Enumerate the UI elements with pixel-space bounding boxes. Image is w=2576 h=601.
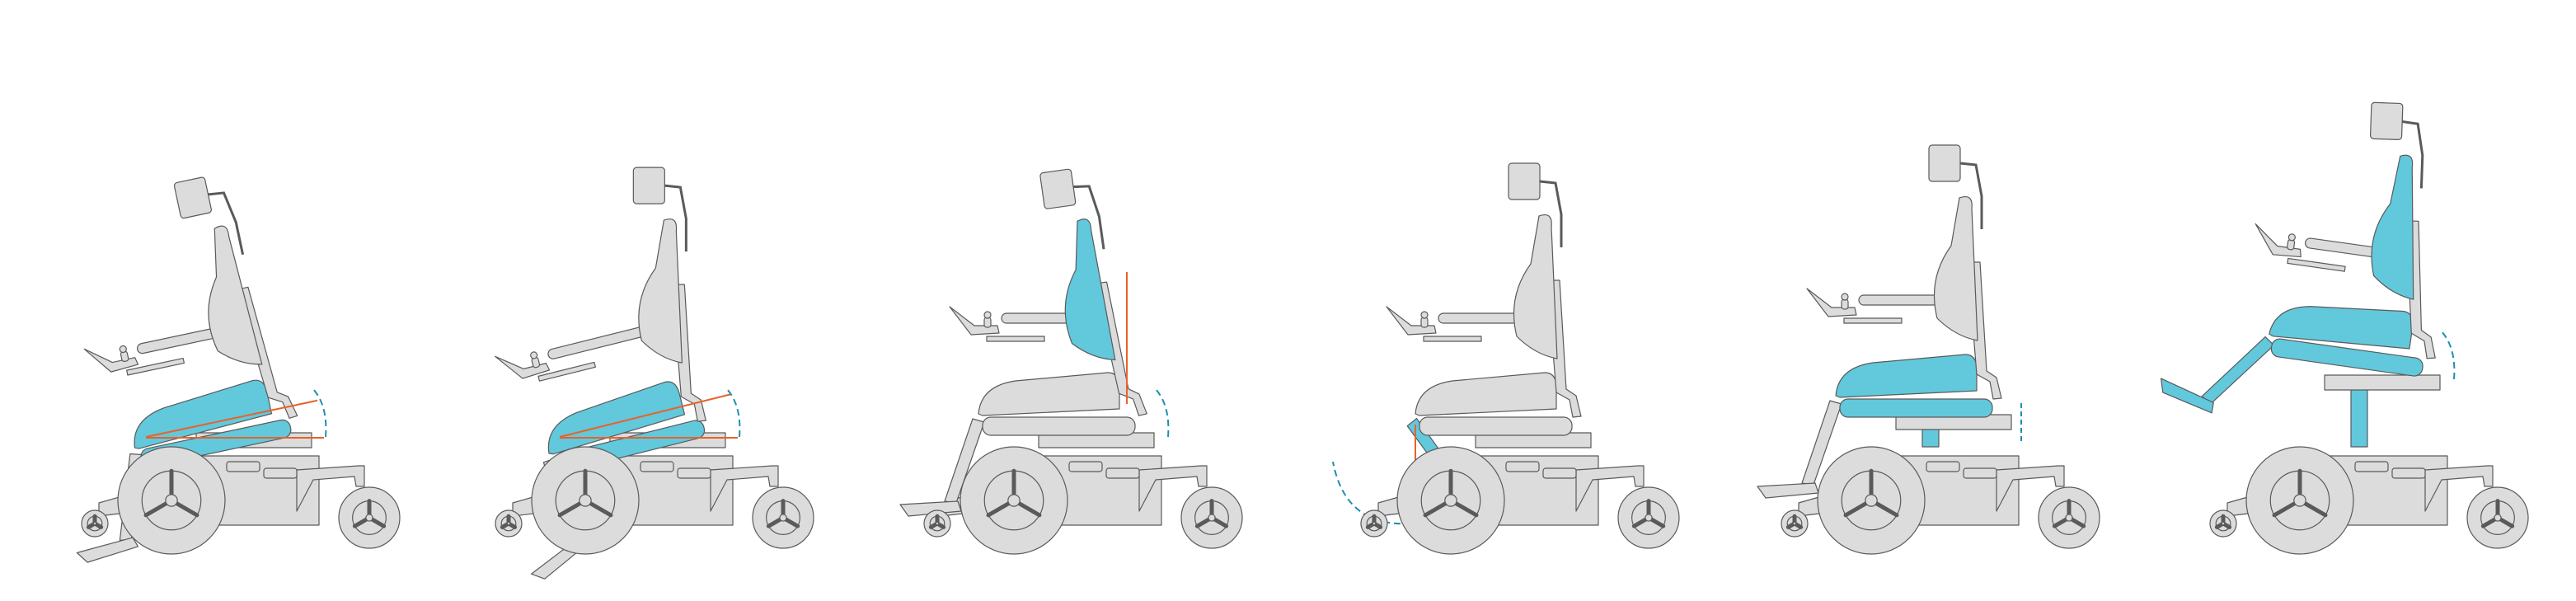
- armrest: [495, 325, 652, 382]
- front-caster-wheel: [2209, 509, 2237, 538]
- rear-caster-wheel: [2038, 486, 2100, 549]
- suspension-springs: [640, 461, 711, 479]
- drive-wheel: [960, 446, 1068, 555]
- seat-cushion: [1415, 372, 1573, 436]
- tilt-angle-line: [145, 399, 318, 438]
- suspension-springs: [226, 461, 298, 479]
- joystick-icon: [119, 345, 129, 363]
- rear-caster-wheel: [2466, 486, 2529, 549]
- legrest: [2160, 336, 2275, 414]
- joystick-icon: [1841, 293, 1849, 310]
- seat-assembly: [899, 168, 1147, 517]
- tilt-angle-line: [559, 393, 732, 438]
- wheelchair-backrest-recline: [899, 168, 1243, 555]
- suspension-springs: [1068, 461, 1140, 479]
- headrest: [1508, 162, 1541, 200]
- joystick-icon: [1420, 311, 1429, 328]
- wheelchair-standing: [2160, 101, 2529, 555]
- motion-arrow-icon: [1153, 387, 1170, 438]
- wheelchair-seat-lift: [1757, 144, 2100, 555]
- suspension-springs: [1926, 461, 1997, 479]
- motion-arrow-icon: [1332, 461, 1412, 525]
- drive-wheel: [1817, 446, 1926, 555]
- suspension-springs: [2354, 461, 2426, 479]
- drive-wheel: [117, 446, 226, 555]
- joystick-icon: [530, 351, 541, 369]
- seat-cushion: [2269, 306, 2424, 377]
- drive-wheel: [2245, 446, 2354, 555]
- front-caster-wheel: [1781, 509, 1809, 538]
- seat-cushion: [978, 372, 1136, 436]
- headrest: [1928, 144, 1961, 182]
- wheelchair-seat-tilt: [76, 176, 401, 563]
- backrest: [173, 176, 298, 419]
- front-caster-wheel: [923, 509, 951, 538]
- rear-caster-wheel: [752, 486, 814, 549]
- drive-wheel: [531, 446, 640, 555]
- motion-arrow-icon: [725, 387, 741, 438]
- headrest: [632, 167, 665, 204]
- legrest: [899, 418, 985, 517]
- seat-assembly: [2160, 101, 2436, 414]
- backrest: [632, 167, 706, 422]
- front-caster-wheel: [495, 509, 523, 538]
- front-caster-wheel: [1360, 509, 1388, 538]
- joystick-icon: [2287, 233, 2296, 251]
- wheelchair-legrest-elevation: [1332, 162, 1680, 555]
- motion-arrow-icon: [311, 387, 327, 438]
- headrest: [2369, 101, 2404, 140]
- rear-caster-wheel: [338, 486, 401, 549]
- drive-wheel: [1396, 446, 1505, 555]
- backrest: [2369, 101, 2436, 359]
- headrest: [1039, 168, 1077, 209]
- backrest: [1928, 144, 2002, 400]
- rear-caster-wheel: [1617, 486, 1680, 549]
- joystick-icon: [983, 311, 992, 328]
- seat-frame: [2324, 374, 2441, 391]
- rear-caster-wheel: [1180, 486, 1243, 549]
- suspension-springs: [1505, 461, 1577, 479]
- backrest: [1508, 162, 1582, 418]
- backrest: [1039, 168, 1147, 416]
- seat-assembly: [1757, 144, 2002, 499]
- wheelchair-tilt-recline: [495, 167, 814, 580]
- headrest: [173, 176, 212, 219]
- motion-arrow-icon: [2439, 329, 2456, 380]
- seat-cushion: [1835, 354, 1993, 418]
- front-caster-wheel: [81, 509, 109, 538]
